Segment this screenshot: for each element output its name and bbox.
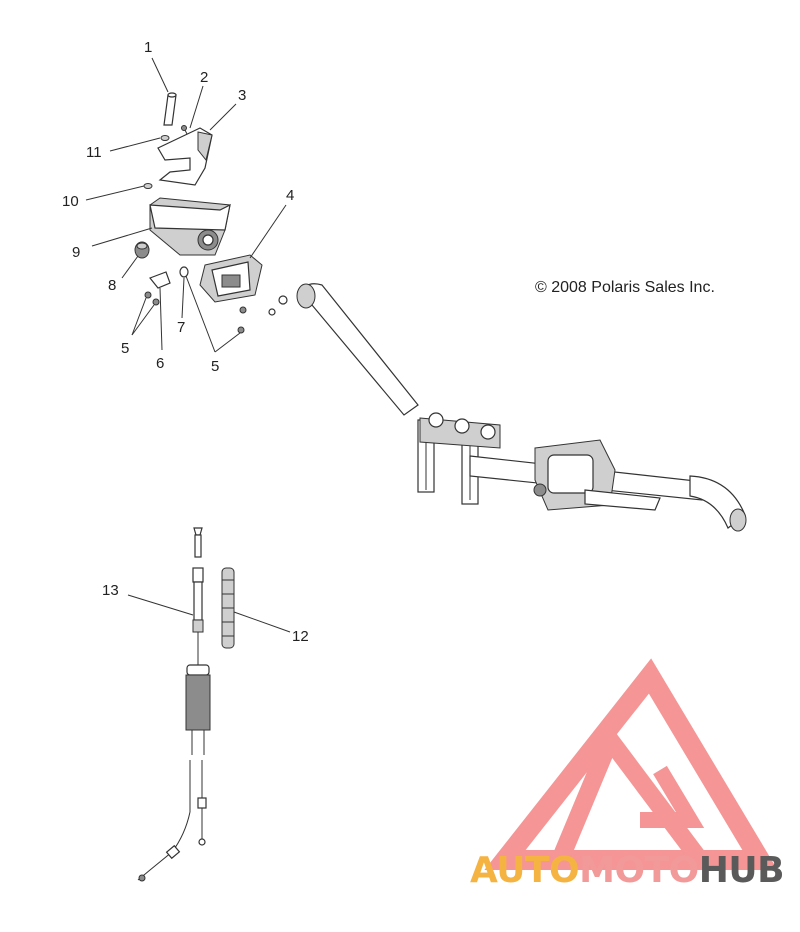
- watermark-hub: HUB: [699, 850, 784, 891]
- callout-7: 7: [177, 319, 185, 336]
- callout-9: 9: [72, 244, 80, 261]
- callout-6: 6: [156, 355, 164, 372]
- part-5-screws-left: [144, 291, 160, 306]
- watermark-text: AUTOMOTOHUB: [470, 850, 784, 891]
- callout-4: 4: [286, 187, 294, 204]
- part-9-housing: [149, 197, 231, 256]
- part-3-lever: [157, 127, 213, 186]
- callout-13: 13: [102, 582, 119, 599]
- callout-12: 12: [292, 628, 309, 645]
- copyright-text: © 2008 Polaris Sales Inc.: [535, 279, 715, 296]
- callout-1: 1: [144, 39, 152, 56]
- callout-8: 8: [108, 277, 116, 294]
- watermark-moto: MOTO: [579, 850, 699, 891]
- part-13-cable: [137, 527, 211, 882]
- part-1-pin: [163, 92, 177, 126]
- part-6-plate: [149, 271, 171, 289]
- part-11-clip: [160, 135, 170, 141]
- part-5-screws-right: [237, 306, 247, 334]
- part-7-washer: [179, 266, 189, 278]
- watermark-logo: [484, 658, 778, 870]
- part-12-sleeve: [221, 567, 235, 649]
- leader-lines: [85, 57, 291, 633]
- callout-5-right: 5: [211, 358, 219, 375]
- callout-3: 3: [238, 87, 246, 104]
- callout-5-left: 5: [121, 340, 129, 357]
- callout-2: 2: [200, 69, 208, 86]
- callout-10: 10: [62, 193, 79, 210]
- part-8-cap: [134, 241, 150, 259]
- watermark-auto: AUTO: [470, 850, 579, 891]
- handlebar-assembly: [268, 283, 747, 532]
- part-4-cover: [199, 254, 263, 303]
- callout-labels: 1 2 3 4 5 5 6 7 8 9 10 11 12 13: [62, 39, 309, 645]
- part-10-clip: [143, 183, 153, 189]
- callout-11: 11: [86, 144, 102, 161]
